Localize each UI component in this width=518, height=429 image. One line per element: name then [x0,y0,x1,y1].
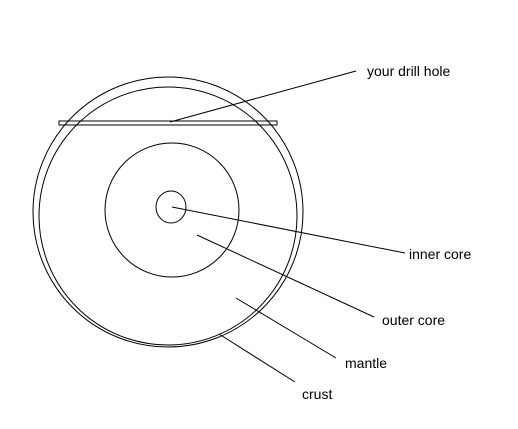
outer-core-leader [196,234,375,318]
mantle-leader [235,297,337,359]
mantle-outer-circle [38,86,298,346]
leader-lines [169,70,406,383]
drill-hole-label: your drill hole [367,63,450,79]
crust-outer-circle [32,76,304,348]
drill-hole-bar [58,120,278,126]
inner-core-ellipse [155,190,187,224]
inner-core-leader [171,206,406,254]
earth-cross-section [32,76,304,348]
crust-label: crust [302,386,332,402]
crust-leader [218,333,296,383]
labels: your drill hole inner core outer core ma… [302,63,471,402]
outer-core-circle [104,142,240,278]
drill-hole-leader [169,70,357,123]
mantle-label: mantle [345,355,387,371]
inner-core-label: inner core [409,246,471,262]
outer-core-label: outer core [382,312,445,328]
